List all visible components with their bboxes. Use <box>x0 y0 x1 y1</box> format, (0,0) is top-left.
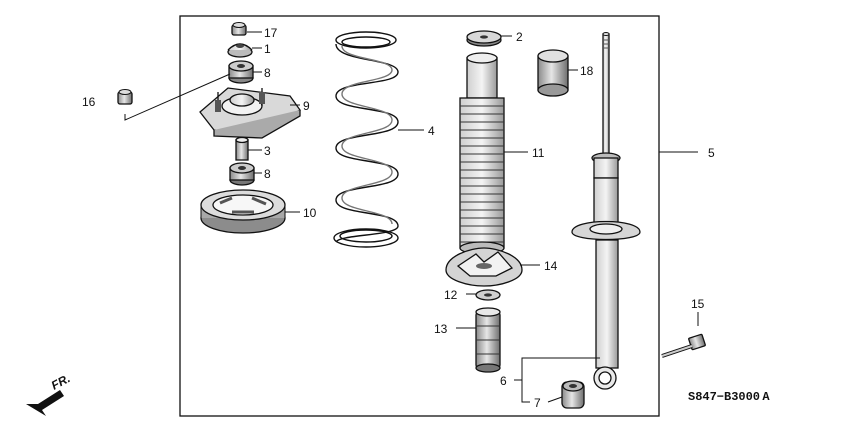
part-2-stopper-plate <box>466 30 502 47</box>
part-15-bolt <box>661 333 706 358</box>
part-13-bump-rubber <box>475 307 501 373</box>
part-10-spring-seat <box>200 189 286 234</box>
callout-12: 12 <box>444 288 458 302</box>
part-1-washer <box>227 43 253 58</box>
callout-2: 2 <box>516 30 523 44</box>
callout-6: 6 <box>500 374 507 388</box>
callout-9: 9 <box>303 99 310 113</box>
front-arrow-icon <box>26 390 64 416</box>
part-14-lower-spring-seat <box>445 247 523 287</box>
part-16-nut <box>117 89 133 105</box>
callout-labels: 17 1 8 16 9 3 8 10 4 2 18 11 5 14 12 13 … <box>82 26 715 410</box>
front-label: FR. <box>49 371 73 392</box>
callout-8-lower: 8 <box>264 167 271 181</box>
part-8-upper-bushing <box>228 60 254 84</box>
part-5-shock-absorber <box>571 32 641 390</box>
callout-18: 18 <box>580 64 594 78</box>
part-9-mount-base <box>199 87 301 139</box>
drawing-code: S847−B3000 A <box>688 390 770 404</box>
part-3-collar <box>235 136 249 161</box>
callout-5: 5 <box>708 146 715 160</box>
part-11-dust-boot <box>459 52 505 255</box>
callout-3: 3 <box>264 144 271 158</box>
callout-16: 16 <box>82 95 96 109</box>
part-8-lower-bushing <box>229 162 255 186</box>
callout-8-upper: 8 <box>264 66 271 80</box>
callout-1: 1 <box>264 42 271 56</box>
part-18-bump-stop <box>537 49 569 97</box>
callout-4: 4 <box>428 124 435 138</box>
diagram-frame <box>179 15 660 417</box>
callout-11: 11 <box>532 146 545 160</box>
callout-7: 7 <box>534 396 541 410</box>
part-7-bushing <box>561 380 585 409</box>
callout-15: 15 <box>691 297 705 311</box>
front-direction-indicator: FR. <box>26 371 72 416</box>
callout-14: 14 <box>544 259 558 273</box>
callout-17: 17 <box>264 26 278 40</box>
leader-lines <box>124 31 699 403</box>
part-17-nut <box>231 22 247 36</box>
callout-13: 13 <box>434 322 448 336</box>
part-4-coil-spring <box>333 31 399 248</box>
callout-10: 10 <box>303 206 317 220</box>
part-12-washer <box>475 289 501 301</box>
